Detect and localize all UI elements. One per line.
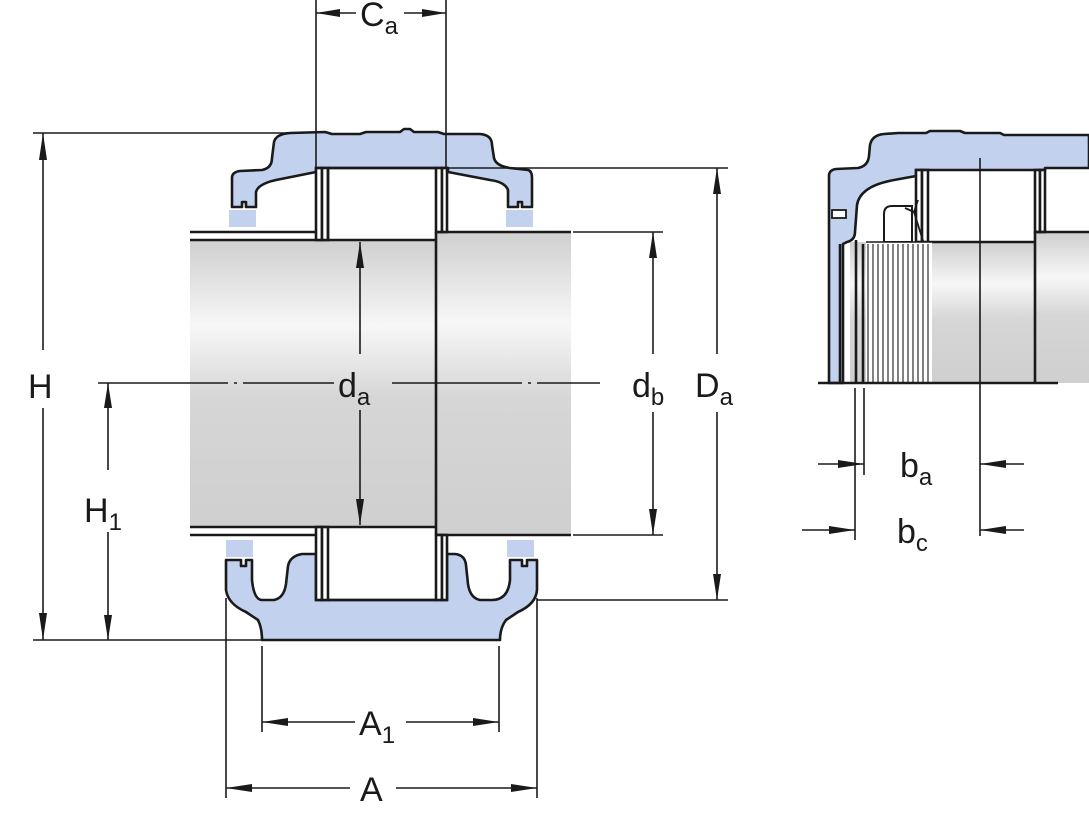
dimension-h1: H1 bbox=[84, 383, 122, 640]
label-a: A bbox=[360, 771, 383, 809]
detail-lock-nut bbox=[883, 205, 913, 243]
label-ca: Ca bbox=[360, 0, 399, 40]
label-da-outer: Da bbox=[695, 367, 734, 411]
label-a1: A1 bbox=[359, 705, 395, 749]
detail-section-view: ba bc bbox=[802, 129, 1089, 557]
housing-bottom bbox=[224, 552, 539, 642]
label-h1: H1 bbox=[84, 492, 122, 536]
seal-bottom-right bbox=[507, 540, 534, 557]
dimension-ba: ba bbox=[818, 388, 1024, 491]
label-ba: ba bbox=[900, 447, 933, 491]
seal-bottom-left bbox=[226, 540, 253, 557]
dimension-ca: Ca bbox=[315, 0, 447, 168]
seal-top-left bbox=[229, 210, 256, 227]
main-section-view: Ca H H1 da bbox=[28, 0, 734, 809]
dimension-da-outer: Da bbox=[448, 167, 734, 601]
dimension-a1: A1 bbox=[261, 646, 500, 749]
label-db: db bbox=[632, 367, 664, 411]
seal-top-right bbox=[506, 210, 533, 227]
thread-lines bbox=[867, 244, 929, 383]
label-h: H bbox=[28, 368, 53, 406]
dimension-h: H bbox=[28, 132, 290, 641]
dimension-da: da bbox=[338, 242, 371, 525]
detail-housing bbox=[827, 129, 1089, 385]
dimension-db: db bbox=[573, 231, 664, 536]
bearing-ring-bottom-right-2 bbox=[440, 533, 449, 602]
bearing-ring-bottom-left-2 bbox=[320, 525, 330, 602]
bearing-ring-top-right-2 bbox=[440, 166, 449, 234]
dimension-bc: bc bbox=[802, 388, 1024, 557]
dimension-a: A bbox=[225, 598, 538, 809]
label-bc: bc bbox=[897, 513, 928, 557]
detail-thread bbox=[866, 241, 940, 383]
label-da: da bbox=[338, 367, 371, 411]
